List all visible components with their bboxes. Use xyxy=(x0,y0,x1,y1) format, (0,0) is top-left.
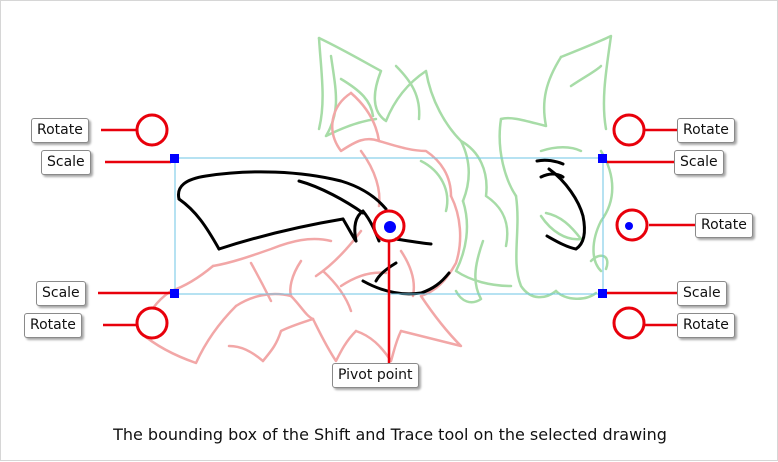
pivot-point-ring[interactable] xyxy=(372,209,406,243)
rotate-handle-bottom-left[interactable] xyxy=(135,306,169,340)
label-rotate-mid-right: Rotate xyxy=(695,213,753,238)
label-rotate-bottom-left: Rotate xyxy=(24,313,82,338)
label-rotate-top-left: Rotate xyxy=(31,118,89,143)
scale-handle-top-left[interactable] xyxy=(170,154,179,163)
label-scale-bottom-left: Scale xyxy=(36,281,86,306)
scale-handle-bottom-left[interactable] xyxy=(170,289,179,298)
label-rotate-top-right: Rotate xyxy=(677,118,735,143)
rotate-handle-top-left[interactable] xyxy=(135,113,169,147)
callout-lines xyxy=(98,128,695,363)
onion-skin-green-drawing xyxy=(317,34,614,304)
rotate-handle-mid-right-dot xyxy=(625,222,633,230)
label-scale-bottom-right: Scale xyxy=(677,281,727,306)
onion-skin-red-drawing xyxy=(139,91,463,365)
scale-handle-top-right[interactable] xyxy=(598,154,607,163)
pivot-point-dot[interactable] xyxy=(384,221,396,233)
scale-handle-bottom-right[interactable] xyxy=(598,289,607,298)
label-rotate-bottom-right: Rotate xyxy=(677,313,735,338)
label-pivot-point: Pivot point xyxy=(332,363,419,388)
rotate-handle-top-right[interactable] xyxy=(612,113,646,147)
scale-handles[interactable] xyxy=(170,154,607,298)
selected-drawing xyxy=(176,158,586,296)
figure-caption: The bounding box of the Shift and Trace … xyxy=(113,425,667,444)
label-scale-top-left: Scale xyxy=(41,150,91,175)
rotate-handle-mid-right[interactable] xyxy=(615,208,649,242)
label-scale-top-right: Scale xyxy=(674,150,724,175)
rotate-handle-bottom-right[interactable] xyxy=(612,306,646,340)
rotate-handles[interactable] xyxy=(135,113,649,340)
